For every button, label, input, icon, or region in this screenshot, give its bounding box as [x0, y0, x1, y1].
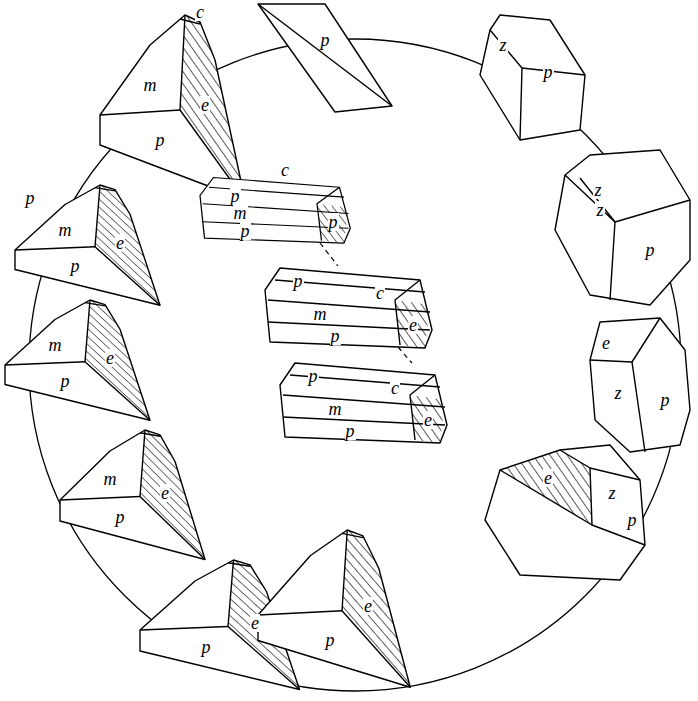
face-label: m [313, 305, 328, 323]
face-label: p [308, 367, 319, 385]
face-label: e [105, 349, 115, 367]
face-label: m [143, 76, 158, 94]
face-label: p [230, 187, 241, 205]
face-label: p [320, 31, 331, 49]
face-label: e [423, 411, 433, 429]
face-label: z [595, 201, 604, 219]
face-label: p [240, 222, 251, 240]
face-label: p [293, 272, 304, 290]
face-label: p [70, 257, 81, 275]
face-label: p [115, 508, 126, 526]
face-label: p [330, 327, 341, 345]
face-label: e [363, 597, 373, 615]
face-label: m [48, 336, 63, 354]
face-label: m [103, 470, 118, 488]
face-label: e [200, 96, 210, 114]
face-label: e [408, 316, 418, 334]
face-label: p [627, 511, 638, 529]
face-label: p [201, 638, 212, 656]
face-label: e [250, 614, 260, 632]
face-label: m [58, 221, 73, 239]
face-label: e [115, 234, 125, 252]
face-label: e [543, 469, 553, 487]
face-label: p [660, 391, 671, 409]
face-label: z [613, 384, 622, 402]
face-label: e [160, 484, 170, 502]
face-label: c [390, 379, 400, 397]
face-label: c [280, 161, 290, 179]
face-label: e [601, 334, 611, 352]
face-label: p [325, 631, 336, 649]
face-label: p [645, 241, 656, 259]
face-label: c [375, 284, 385, 302]
face-label: p [543, 63, 554, 81]
face-label: p [155, 131, 166, 149]
face-label: p [60, 372, 71, 390]
face-label: m [233, 204, 248, 222]
face-label: p [25, 189, 36, 207]
face-label: c [195, 3, 205, 21]
face-label: z [593, 181, 602, 199]
face-label: p [328, 213, 339, 231]
face-label: z [498, 36, 507, 54]
face-label: m [328, 400, 343, 418]
face-label: z [607, 484, 616, 502]
face-label: p [345, 422, 356, 440]
